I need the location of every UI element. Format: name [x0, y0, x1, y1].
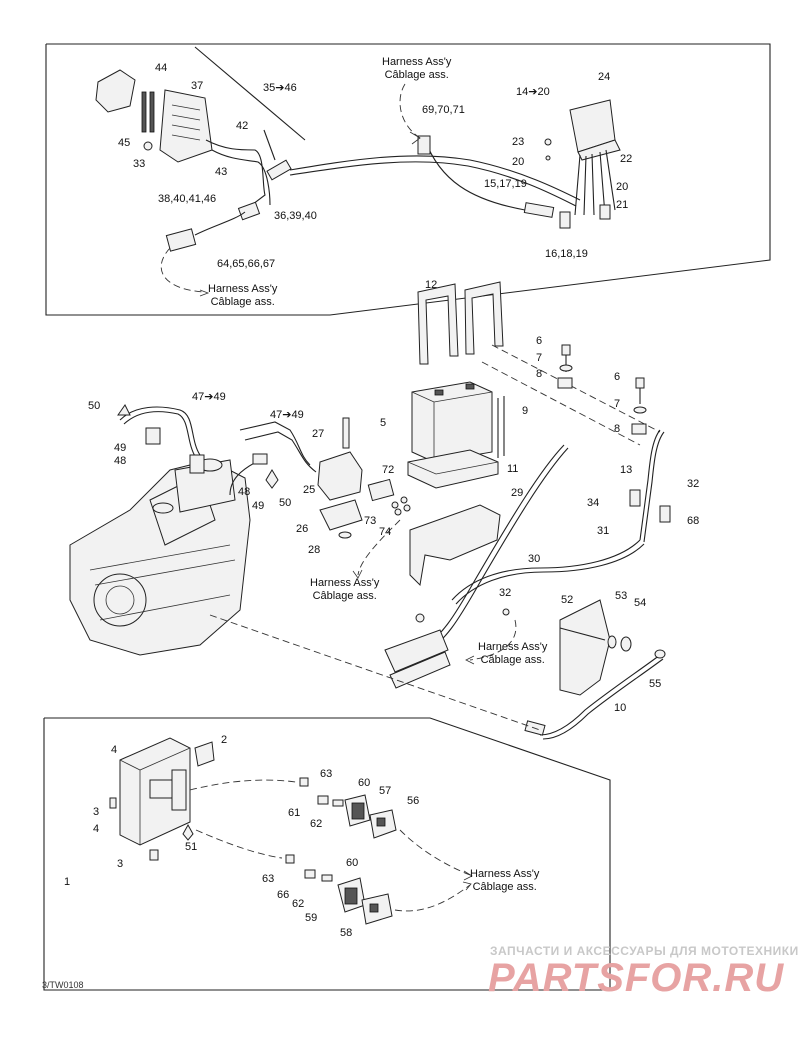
callout-29: 29 [511, 487, 524, 499]
callout-27: 27 [312, 428, 325, 440]
callout-43: 43 [215, 166, 228, 178]
callout-61: 61 [288, 807, 301, 819]
callout-28: 28 [308, 544, 321, 556]
callout-1: 1 [64, 876, 71, 888]
callout-50a: 50 [88, 400, 101, 412]
callout-21: 21 [616, 199, 629, 211]
callout-63a: 63 [320, 768, 333, 780]
callout-60a: 60 [358, 777, 371, 789]
callout-66: 66 [277, 889, 290, 901]
engine [69, 458, 541, 731]
battery-assembly [407, 281, 661, 587]
callout-8b: 8 [614, 423, 621, 435]
callout-36-39-40: 36,39,40 [274, 210, 317, 222]
callout-12: 12 [425, 279, 438, 291]
callout-51: 51 [185, 841, 198, 853]
callout-6b: 6 [614, 371, 621, 383]
callout-30: 30 [528, 553, 541, 565]
electrical-box [109, 737, 215, 861]
callout-53: 53 [615, 590, 628, 602]
ground-bracket [559, 599, 666, 696]
callout-32a: 32 [687, 478, 700, 490]
callout-63b: 63 [262, 873, 275, 885]
callout-24: 24 [598, 71, 611, 83]
callout-73: 73 [364, 515, 377, 527]
callout-4b: 4 [93, 823, 100, 835]
callout-9: 9 [522, 405, 529, 417]
callout-2: 2 [221, 734, 228, 746]
watermark-logo: PARTSFOR.RU [488, 956, 785, 1000]
cdi-module [95, 69, 292, 297]
callout-10: 10 [614, 702, 627, 714]
callout-38-40-41-46: 38,40,41,46 [158, 193, 217, 205]
starter-relay [384, 608, 517, 689]
ignition-coil [117, 404, 411, 579]
callout-5: 5 [380, 417, 387, 429]
callout-48b: 48 [238, 486, 251, 498]
callout-72: 72 [382, 464, 395, 476]
callout-55: 55 [649, 678, 662, 690]
callout-35-46: 35➔46 [263, 82, 297, 94]
callout-6a: 6 [536, 335, 543, 347]
callout-64-67: 64,65,66,67 [217, 258, 276, 270]
top-inset-frame [45, 43, 771, 316]
callout-16-18-19: 16,18,19 [545, 248, 588, 260]
callout-25: 25 [303, 484, 316, 496]
callout-49a: 49 [114, 442, 127, 454]
callout-42: 42 [236, 120, 249, 132]
callout-48a: 48 [114, 455, 127, 467]
callout-3a: 3 [93, 806, 100, 818]
callout-56: 56 [407, 795, 420, 807]
callout-33: 33 [133, 158, 146, 170]
callout-34: 34 [587, 497, 600, 509]
terminal-hardware [557, 344, 647, 435]
switch-assembly-lower [195, 829, 473, 925]
callout-47-49b: 47➔49 [270, 409, 304, 421]
callout-45: 45 [118, 137, 131, 149]
callout-15-17-19: 15,17,19 [484, 178, 527, 190]
switch-assembly-upper [189, 777, 397, 839]
callout-22: 22 [620, 153, 633, 165]
callout-50b: 50 [279, 497, 292, 509]
callout-52: 52 [561, 594, 574, 606]
watermark-tagline: ЗАПЧАСТИ И АКСЕССУАРЫ ДЛЯ МОТОТЕХНИКИ [490, 944, 799, 958]
callout-62b: 62 [292, 898, 305, 910]
drawing-code: 3/TW0108 [42, 980, 84, 990]
callout-62a: 62 [310, 818, 323, 830]
top-harness [289, 83, 621, 229]
callout-54: 54 [634, 597, 647, 609]
callout-58: 58 [340, 927, 353, 939]
callout-60b: 60 [346, 857, 359, 869]
bottom-inset-frame [43, 717, 611, 991]
callout-23: 23 [512, 136, 525, 148]
callout-31: 31 [597, 525, 610, 537]
callout-74: 74 [379, 526, 392, 538]
callout-4a: 4 [111, 744, 118, 756]
callout-57: 57 [379, 785, 392, 797]
callout-3b: 3 [117, 858, 124, 870]
callout-7a: 7 [536, 352, 543, 364]
callout-47-49a: 47➔49 [192, 391, 226, 403]
callout-7b: 7 [614, 398, 621, 410]
callout-26: 26 [296, 523, 309, 535]
callout-69-71: 69,70,71 [422, 104, 465, 116]
callout-20b: 20 [616, 181, 629, 193]
callout-32b: 32 [499, 587, 512, 599]
callout-44: 44 [155, 62, 168, 74]
callout-13: 13 [620, 464, 633, 476]
callout-14-20: 14➔20 [516, 86, 550, 98]
callout-8a: 8 [536, 368, 543, 380]
callout-37: 37 [191, 80, 204, 92]
callout-49b: 49 [252, 500, 265, 512]
callout-59: 59 [305, 912, 318, 924]
callout-20a: 20 [512, 156, 525, 168]
callout-11: 11 [507, 463, 519, 475]
callout-68: 68 [687, 515, 700, 527]
